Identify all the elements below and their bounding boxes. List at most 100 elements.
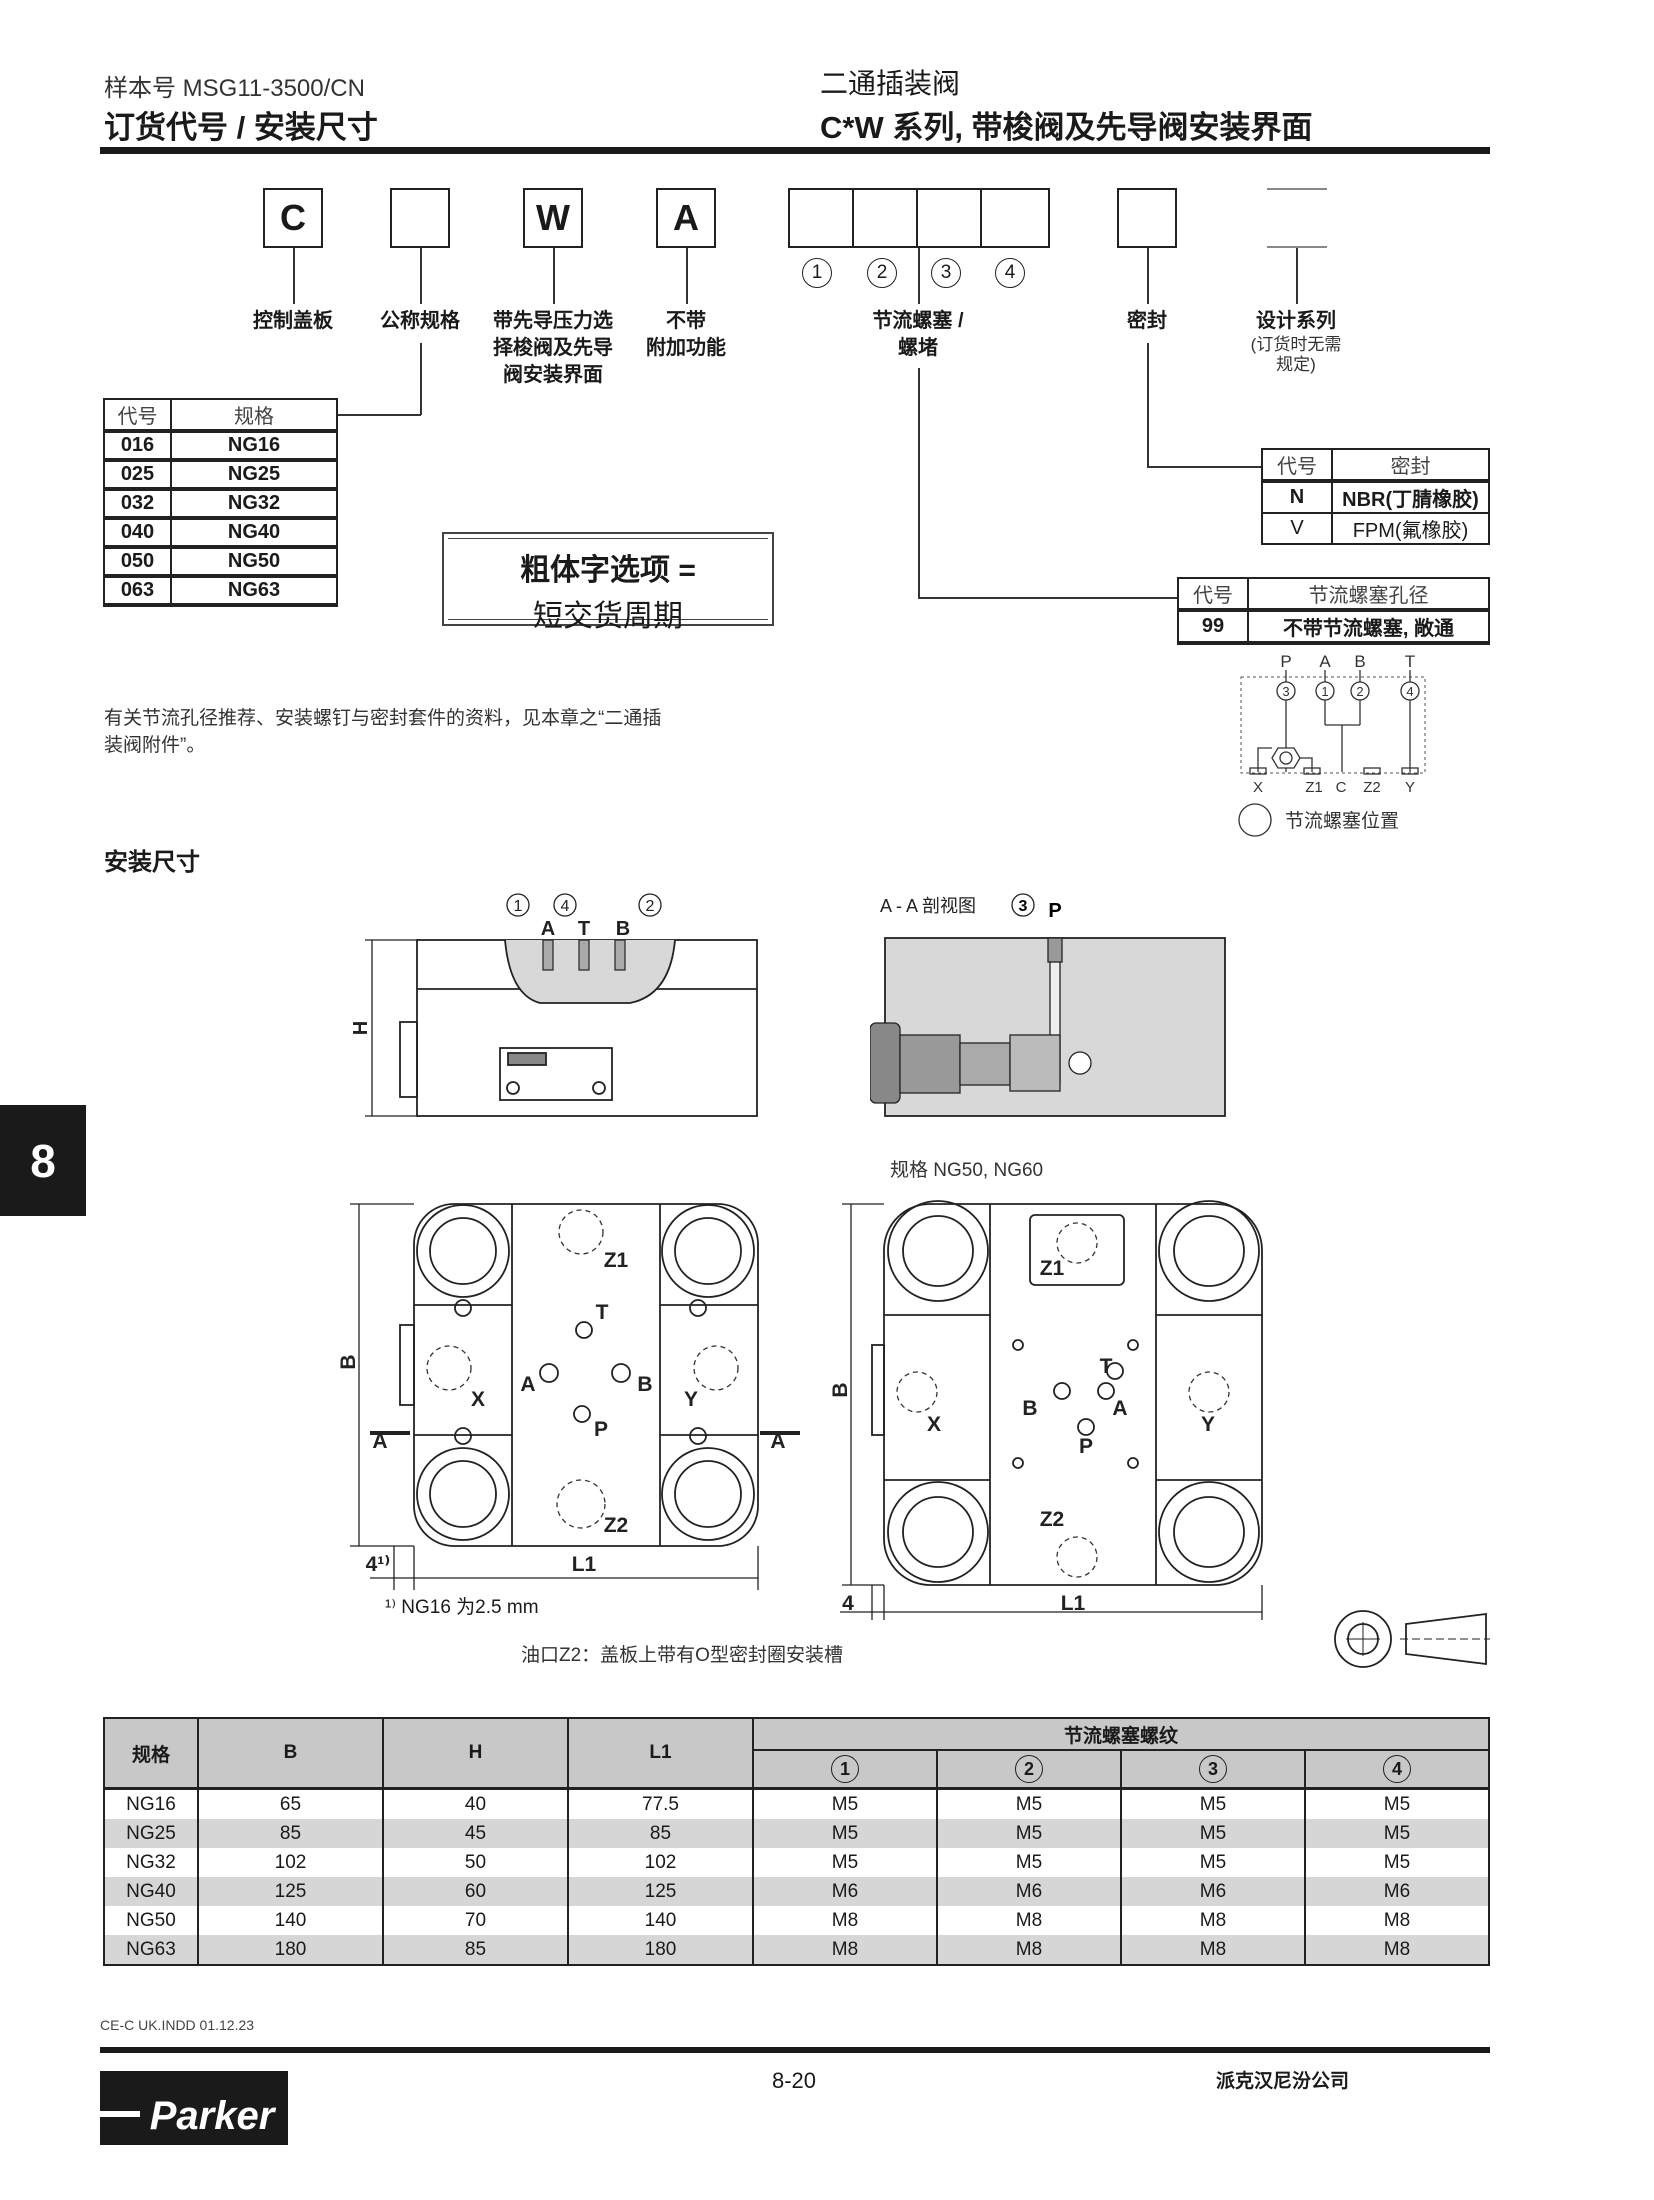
dimension-b: B: [829, 1382, 852, 1397]
port-label-z2: Z2: [604, 1514, 629, 1537]
table-cell: NG50: [170, 546, 338, 578]
table-cell: V: [1261, 512, 1333, 545]
port-label-x: X: [927, 1413, 941, 1436]
port-label-a: A: [520, 1373, 535, 1396]
port-label: Z1: [1305, 779, 1323, 796]
code-box-design: [1267, 188, 1327, 248]
table-cell: 65: [197, 1788, 384, 1819]
table-group-header: 节流螺塞螺纹: [752, 1717, 1490, 1751]
leader-line: [1147, 343, 1149, 467]
port-label: Y: [1405, 779, 1415, 796]
code-box-throttle-3: [916, 188, 982, 248]
table-cell: 77.5: [567, 1788, 754, 1819]
leader-line: [918, 597, 1178, 599]
port-label-b: B: [637, 1373, 652, 1396]
table-cell: M6: [752, 1877, 938, 1906]
table-header: 规格: [103, 1717, 199, 1790]
table-cell: M8: [752, 1935, 938, 1966]
port-label-t: T: [596, 1301, 609, 1324]
legend-text: 节流螺塞位置: [1285, 810, 1399, 832]
table-cell: M8: [936, 1935, 1122, 1966]
label-no-extra-function: 不带 附加功能: [626, 308, 746, 362]
label-line: 阀安装界面: [503, 364, 603, 386]
code-box-throttle-1: [788, 188, 854, 248]
label-line: 设计系列: [1256, 310, 1336, 332]
mounting-plate-left-drawing: Z1 Z2 T A B P X Y A A B L1 4¹⁾: [337, 1203, 800, 1590]
table-header: 代号: [103, 398, 172, 433]
leader-line: [338, 414, 421, 416]
code-box-throttle-2: [852, 188, 918, 248]
leader-line: [918, 248, 920, 304]
catalog-number: 样本号 MSG11-3500/CN: [104, 75, 365, 102]
leader-line: [420, 343, 422, 415]
table-cell: M5: [752, 1848, 938, 1877]
label-control-cover: 控制盖板: [253, 310, 333, 332]
leader-line: [293, 248, 295, 304]
leader-line: [553, 248, 555, 304]
table-cell: M5: [936, 1788, 1122, 1819]
dimension-h: H: [350, 1021, 372, 1035]
table-cell: 40: [382, 1788, 569, 1819]
table-cell: 99: [1177, 609, 1249, 645]
table-cell: M8: [1120, 1935, 1306, 1966]
leader-line: [918, 368, 920, 598]
note-line: 有关节流孔径推荐、安装螺钉与密封套件的资料，见本章之“二通插: [104, 708, 662, 729]
table-header: 代号: [1261, 448, 1333, 483]
dimension-4: 4¹⁾: [366, 1553, 391, 1576]
file-info: CE-C UK.INDD 01.12.23: [100, 2017, 255, 2033]
circled-1: 1: [802, 258, 832, 288]
table-cell: NG25: [170, 459, 338, 491]
table-cell: NG32: [103, 1848, 199, 1877]
dimension-l1: L1: [1061, 1592, 1086, 1615]
leader-line: [1296, 248, 1298, 304]
table-cell: 016: [103, 430, 172, 462]
table-cell: M8: [752, 1906, 938, 1935]
table-cell: 不带节流螺塞, 敞通: [1247, 609, 1490, 645]
code-box-w: W: [523, 188, 583, 248]
table-cell: NG40: [170, 517, 338, 549]
page-title-left: 订货代号 / 安装尺寸: [104, 110, 378, 145]
code-box-seal: [1117, 188, 1177, 248]
table-cell: 45: [382, 1819, 569, 1848]
code-box-size: [390, 188, 450, 248]
circled-number: 1: [1321, 684, 1328, 699]
table-cell: M5: [1304, 1788, 1490, 1819]
table-cell: M8: [1304, 1935, 1490, 1966]
company-name: 派克汉尼汾公司: [1216, 2071, 1350, 2092]
table-header: 代号: [1177, 577, 1249, 612]
port-label-p: P: [1079, 1435, 1093, 1458]
port-label: A: [1319, 652, 1331, 671]
table-header: 规格: [170, 398, 338, 433]
chapter-tab: 8: [0, 1105, 86, 1216]
circled-number: 3: [1199, 1755, 1227, 1783]
circled-number: 2: [1356, 684, 1363, 699]
table-cell: M5: [936, 1848, 1122, 1877]
parker-logo: Parker: [100, 2071, 288, 2145]
port-label: C: [1336, 779, 1347, 796]
section-marker-a: A: [372, 1430, 387, 1453]
port-label-y: Y: [1201, 1413, 1215, 1436]
table-cell: M6: [936, 1877, 1122, 1906]
port-label: Z2: [1363, 779, 1381, 796]
footer-rule: [100, 2047, 1490, 2053]
port-label: P: [1280, 652, 1291, 671]
label-line: 螺堵: [898, 337, 938, 359]
port-label-y: Y: [684, 1388, 698, 1411]
label-note: (订货时无需: [1250, 335, 1342, 354]
section-title-install: 安装尺寸: [104, 849, 200, 876]
leader-line: [1147, 248, 1149, 304]
front-view-drawing: 1 4 2 A T B H: [350, 893, 758, 1117]
table-cell: M5: [1120, 1819, 1306, 1848]
port-label-z1: Z1: [604, 1249, 629, 1272]
dimension-l1: L1: [572, 1553, 597, 1576]
table-header: 节流螺塞孔径: [1247, 577, 1490, 612]
